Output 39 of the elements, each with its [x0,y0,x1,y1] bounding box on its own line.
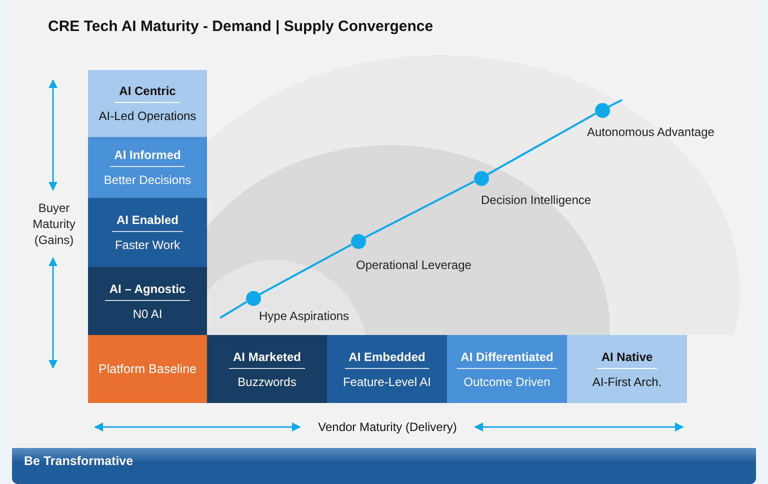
footer-text: Be Transformative [24,454,134,468]
connector-line [219,301,248,319]
connector-line [487,112,596,176]
tile-heading: AI Differentiated [456,350,558,368]
maturity-tile [88,70,207,137]
milestone-label: Decision Intelligence [481,193,592,207]
maturity-tile [207,335,327,403]
maturity-tile [88,267,207,335]
tile-heading: AI Marketed [228,350,306,368]
maturity-tile [88,198,207,267]
tile-text: Better Decisions [104,173,192,187]
tile-heading: AI Informed [110,148,185,167]
connector-line [364,180,475,238]
maturity-tile [88,137,207,198]
maturity-tile [567,335,687,403]
tile-text: Outcome Driven [464,374,550,388]
tile-text: Faster Work [114,238,180,252]
tile-heading: AI Native [597,350,657,368]
milestone-label: Operational Leverage [356,258,472,272]
connector-line [259,244,352,296]
milestone-label: Autonomous Advantage [587,125,714,139]
tile-text: Feature-Level AI [342,374,432,388]
tile-heading: AI Embedded [344,350,430,368]
connector-line [608,99,622,108]
axis-label: Buyer Maturity (Gains) [32,200,76,248]
title: CRE Tech AI Maturity - Demand | Supply Convergence [48,18,434,35]
maturity-tile [88,335,207,403]
tile-text: N0 AI [132,306,162,320]
tile-heading: AI Centric [115,84,180,103]
tile-text: Buzzwords [238,374,296,388]
tile-text: Platform Baseline [98,362,196,376]
axis-label: Vendor Maturity (Delivery) [317,420,458,434]
tile-heading: AI – Agnostic [105,282,190,300]
maturity-tile [327,335,447,403]
milestone-label: Hype Aspirations [259,309,350,323]
tile-heading: AI Enabled [112,213,182,232]
tile-text: AI-First Arch. [592,374,662,388]
tile-text: AI-Led Operations [98,109,196,123]
maturity-tile [447,335,567,403]
